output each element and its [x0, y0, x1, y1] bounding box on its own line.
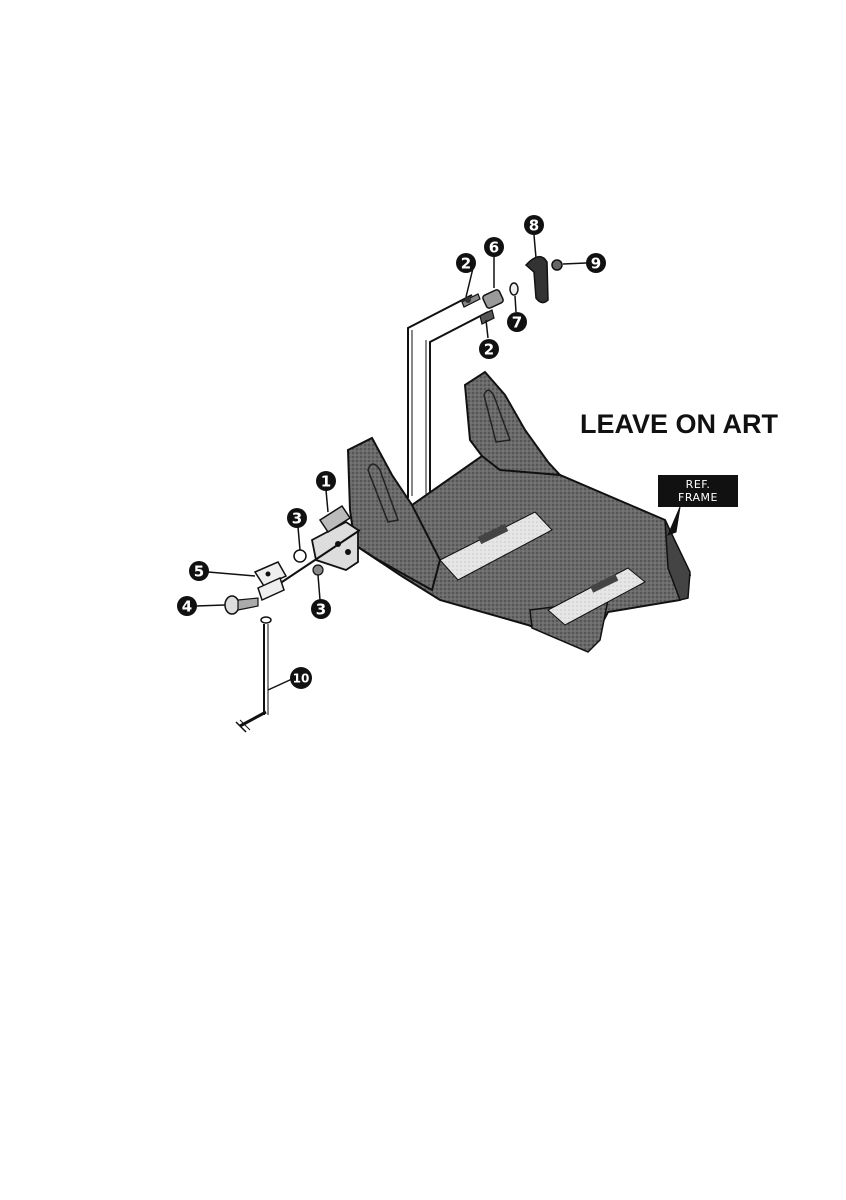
svg-text:2: 2 [461, 255, 471, 273]
svg-text:8: 8 [529, 217, 539, 235]
callout-6: 6 [484, 237, 504, 288]
ref-frame-label: REF. FRAME [658, 475, 738, 536]
svg-text:4: 4 [182, 598, 192, 616]
callout-10: 10 [267, 667, 312, 691]
svg-text:5: 5 [194, 563, 204, 581]
svg-text:10: 10 [293, 672, 310, 686]
frame-right-upright [463, 370, 563, 477]
callout-3-lower: 3 [311, 574, 331, 619]
callout-2-upper: 2 [456, 253, 476, 298]
callout-1: 1 [316, 471, 336, 513]
callout-2-lower: 2 [479, 319, 499, 359]
callout-9: 9 [562, 253, 606, 273]
svg-text:9: 9 [591, 255, 601, 273]
left-bracket-hardware [224, 504, 361, 733]
svg-text:7: 7 [512, 314, 522, 332]
svg-text:6: 6 [489, 239, 499, 257]
svg-text:REF.: REF. [686, 478, 711, 491]
callout-7: 7 [507, 295, 527, 332]
control-rod [407, 294, 489, 498]
leave-on-art-label: LEAVE ON ART [580, 409, 779, 439]
callout-5: 5 [189, 561, 256, 581]
upper-hardware [461, 256, 563, 325]
svg-text:FRAME: FRAME [678, 491, 718, 504]
svg-text:3: 3 [292, 510, 302, 528]
callout-4: 4 [177, 596, 226, 616]
frame-assembly [346, 370, 692, 653]
callout-3-upper: 3 [287, 508, 307, 551]
ref-frame-leader [667, 506, 681, 536]
svg-text:1: 1 [321, 473, 331, 491]
callout-8: 8 [524, 215, 544, 259]
svg-text:2: 2 [484, 341, 494, 359]
svg-text:3: 3 [316, 601, 326, 619]
